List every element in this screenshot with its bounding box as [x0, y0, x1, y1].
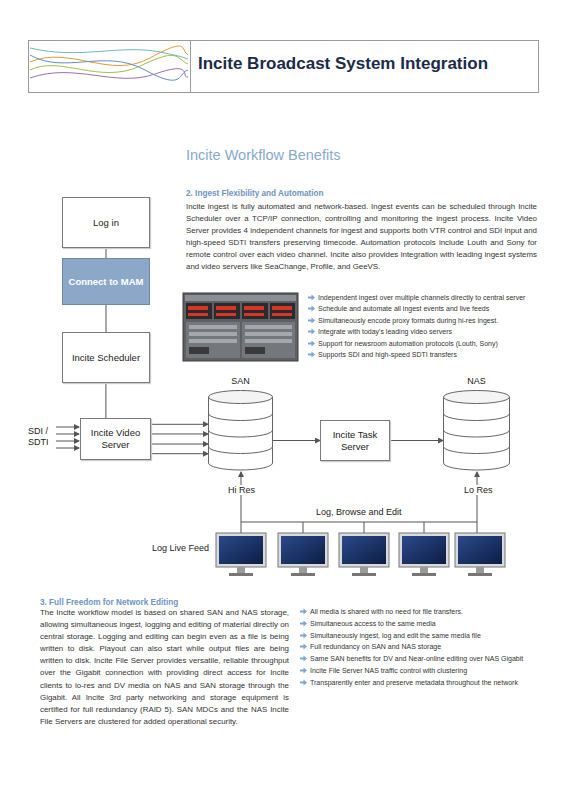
bullet-arrow-shape [300, 644, 307, 650]
bullet-item: Transparently enter and preserve metadat… [310, 678, 518, 687]
page-title: Incite Broadcast System Integration [198, 54, 488, 74]
box-label: Connect to MAM [66, 276, 147, 288]
bullet-arrow-shape [300, 656, 307, 662]
bullet-arrow [308, 340, 315, 347]
bullet-item: Incite File Server NAS traffic control w… [310, 666, 467, 675]
bullet-item: Simultaneous access to the same media [310, 619, 436, 628]
bullet-arrow [300, 643, 307, 650]
connector [106, 305, 107, 332]
process-box: Incite Video Server [80, 418, 151, 460]
connector [106, 248, 107, 258]
bullet-arrow [308, 351, 315, 358]
header-divider [190, 40, 191, 92]
bullet-arrow-shape [300, 620, 307, 626]
editing-bus [241, 472, 477, 533]
storage-cylinder [208, 390, 273, 470]
connector [151, 453, 208, 454]
bullet-arrow [300, 679, 307, 686]
bullet-item: Support for newsroom automation protocol… [318, 339, 498, 348]
storage-label: SAN [208, 376, 273, 386]
sdi-input-arrows [56, 427, 79, 448]
bullet-arrow [308, 305, 315, 312]
bullet-arrow [300, 655, 307, 662]
storage-node: NAS [443, 390, 510, 470]
subsection-heading: 3. Full Freedom for Network Editing [40, 598, 178, 607]
cylinder-top [209, 391, 273, 404]
section-heading: Incite Workflow Benefits [186, 147, 340, 163]
connection-label: Log, Browse and Edit [316, 507, 402, 517]
bullet-arrow-shape [308, 306, 315, 312]
connector [151, 444, 208, 445]
cylinder-ring [209, 414, 273, 421]
cylinder-ring [444, 430, 510, 437]
bullet-item: Same SAN benefits for DV and Near-online… [310, 654, 523, 663]
connector [273, 440, 320, 441]
bullet-item: All media is shared with no need for fil… [310, 607, 463, 616]
box-label: Incite Video Server [81, 427, 150, 451]
storage-label: NAS [443, 376, 510, 386]
bullet-arrow [308, 294, 315, 301]
cylinder-body [444, 397, 510, 470]
connection-label: Lo Res [462, 485, 495, 495]
cylinder-ring [444, 447, 510, 454]
bullet-arrow [308, 317, 315, 324]
bullet-arrow [300, 667, 307, 674]
monitor-label: Log Live Feed [152, 543, 209, 553]
cylinder-top [444, 391, 510, 404]
process-box: Log in [62, 197, 150, 248]
signal-label: SDI / SDTI [28, 426, 56, 448]
bullet-item: Schedule and automate all ingest events … [318, 304, 489, 313]
storage-node: SAN [208, 390, 273, 470]
bullet-arrow [300, 632, 307, 639]
bullet-arrow-shape [300, 679, 307, 685]
bullet-arrow-shape [308, 317, 315, 323]
bullet-arrow-shape [308, 340, 315, 346]
bullet-item: Integrate with today's leading video ser… [318, 327, 452, 336]
box-label: Incite Task Server [321, 429, 389, 453]
bullet-arrow-shape [300, 668, 307, 674]
cylinder-ring [209, 447, 273, 454]
bullet-item: Simultaneously encode proxy formats duri… [318, 316, 498, 325]
cylinder-ring [209, 430, 273, 437]
bullet-item: Simultaneously ingest, log and edit the … [310, 631, 481, 640]
box-label: Log in [90, 217, 122, 229]
header-waves [30, 46, 188, 80]
software-screenshot [183, 293, 298, 361]
body-paragraph: Incite ingest is fully automated and net… [186, 201, 537, 274]
box-label: Incite Scheduler [69, 352, 143, 364]
bullet-arrow [308, 328, 315, 335]
subsection-heading: 2. Ingest Flexibility and Automation [186, 189, 324, 198]
body-paragraph: The Incite workflow model is based on sh… [40, 607, 289, 728]
bullet-arrow [300, 620, 307, 627]
connector [151, 433, 208, 434]
connector [390, 440, 443, 441]
process-box: Incite Task Server [320, 420, 390, 461]
workstation-monitors [216, 533, 505, 576]
bullet-arrow-shape [300, 609, 307, 615]
bullet-arrow-shape [308, 295, 315, 301]
connector [105, 383, 106, 418]
connection-label: Hi Res [226, 485, 257, 495]
bullet-arrow-shape [300, 632, 307, 638]
bullet-arrow [300, 608, 307, 615]
highlight-box: Connect to MAM [62, 258, 150, 305]
bullet-arrow-shape [308, 329, 315, 335]
storage-cylinder [443, 390, 510, 470]
bullet-item: Full redundancy on SAN and NAS storage [310, 642, 441, 651]
connector [151, 424, 208, 425]
header-frame [29, 41, 539, 93]
cylinder-body [209, 397, 273, 470]
bullet-arrow-shape [308, 352, 315, 358]
bullet-item: Independent ingest over multiple channel… [318, 293, 525, 302]
bullet-item: Supports SDI and high-speed SDTI transfe… [318, 350, 457, 359]
process-box: Incite Scheduler [62, 332, 150, 383]
cylinder-ring [444, 414, 510, 421]
